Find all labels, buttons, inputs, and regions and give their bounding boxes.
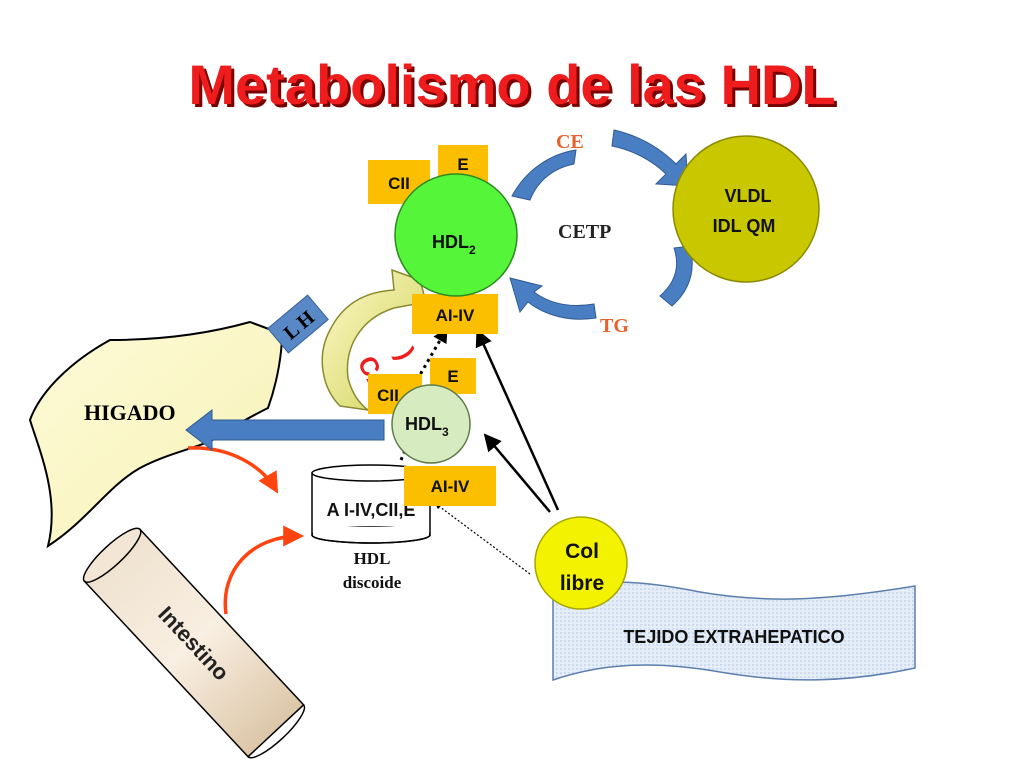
apo-e-top-label: E: [457, 155, 468, 174]
ce-label: CE: [556, 131, 584, 153]
discoidal-hdl-label-2: discoide: [343, 573, 402, 592]
apo-aiv-bottom-box: [404, 466, 496, 506]
lcat-label-paren: ): [391, 343, 422, 365]
col-libre-circle: [534, 516, 628, 610]
cetp-arrow-right: [659, 245, 693, 307]
discoidal-apo-label: A I-IV,CII,E: [327, 500, 416, 520]
apo-cii-mid-label: CII: [377, 386, 399, 405]
apo-aiv-bottom-label: AI-IV: [431, 477, 470, 496]
vldl-label-1: VLDL: [725, 186, 772, 206]
intestine-to-discoidal-arrow: [223, 525, 305, 615]
cetp-label: CETP: [558, 221, 611, 243]
lcat-curved-arrow: [321, 268, 427, 411]
cetp-arrow-top-left: [511, 149, 577, 201]
liver-shape: [28, 320, 284, 549]
col-libre-to-discoidal-dotted-arrow: [435, 503, 531, 575]
apo-cii-top-label: CII: [388, 174, 410, 193]
discoidal-hdl-label-1: HDL: [354, 549, 391, 568]
apo-e-mid-label: E: [447, 367, 458, 386]
col-libre-label-2: libre: [560, 572, 604, 595]
hdl2-label: HDL2: [432, 232, 476, 257]
tg-label: TG: [600, 315, 629, 337]
vldl-circle: [672, 135, 820, 283]
liver-to-discoidal-arrow: [187, 446, 279, 494]
hdl3-to-hdl2-dotted-arrow: [408, 327, 448, 393]
extrahepatic-tissue-banner: [552, 581, 916, 682]
hdl3-to-liver-arrow: [185, 408, 385, 452]
col-libre-label-1: Col: [565, 540, 599, 563]
col-libre-to-hdl2-arrow: [475, 328, 560, 511]
apo-aiv-top-label: AI-IV: [436, 306, 475, 325]
hdl2-circle: [394, 173, 518, 297]
hdl3-label: HDL3: [405, 414, 449, 439]
extrahepatic-tissue-label: TEJIDO EXTRAHEPATICO: [623, 627, 844, 647]
intestine-tube: Intestino: [82, 527, 306, 759]
cetp-arrow-top-right: [611, 129, 689, 187]
cetp-arrow-bottom: [509, 277, 597, 320]
page-title: Metabolismo de las HDL: [188, 53, 836, 116]
apo-aiv-top-box: [412, 294, 498, 334]
liver-label: HIGADO: [84, 400, 176, 425]
vldl-label-2: IDL QM: [713, 216, 776, 236]
hdl3-circle: [391, 384, 471, 464]
col-libre-to-hdl3-arrow: [483, 433, 551, 513]
